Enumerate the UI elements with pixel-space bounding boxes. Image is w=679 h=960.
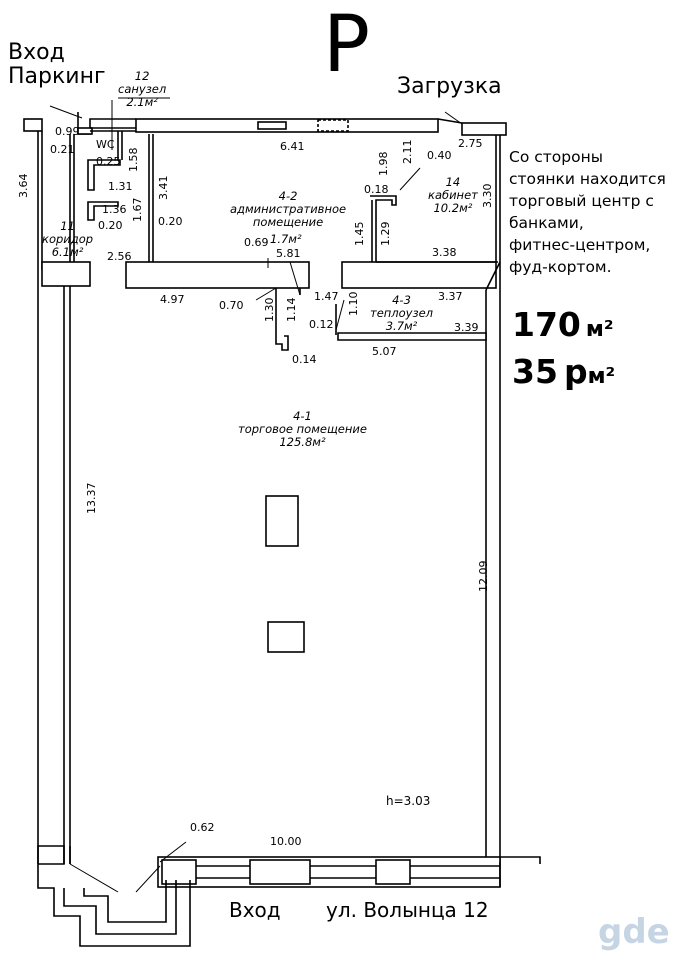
admin-room-area: 1.7м² bbox=[270, 232, 302, 246]
dim-label: 2.56 bbox=[107, 250, 132, 263]
description-line: стоянки находится bbox=[509, 170, 666, 188]
description-line: фитнес-центром, bbox=[509, 236, 651, 254]
entrance-parking-line1: Вход bbox=[8, 40, 65, 65]
ceiling-height: h=3.03 bbox=[386, 794, 431, 808]
wc-mark: WC bbox=[96, 138, 115, 151]
dim-label: 1.58 bbox=[127, 147, 140, 173]
loading-label: Загрузка bbox=[397, 74, 502, 99]
dim-label: 2.75 bbox=[458, 137, 483, 150]
dim-label: 1.47 bbox=[314, 290, 339, 303]
description-line: банками, bbox=[509, 214, 584, 232]
dim-label: 0.25 bbox=[96, 155, 121, 168]
dim-label: 1.29 bbox=[379, 221, 392, 247]
dim-label: 0.70 bbox=[219, 299, 244, 312]
dim-label: 0.69 bbox=[244, 236, 269, 249]
description-line: фуд-кортом. bbox=[509, 258, 612, 276]
dim-label: 3.30 bbox=[481, 183, 494, 209]
dim-label: 4.97 bbox=[160, 293, 185, 306]
dim-label: 0.18 bbox=[364, 183, 389, 196]
dim-label: 0.40 bbox=[427, 149, 452, 162]
dim-label: 1.30 bbox=[263, 297, 276, 323]
description-line: торговый центр с bbox=[509, 192, 654, 210]
dim-label: 0.20 bbox=[98, 219, 123, 232]
dim-label: 1.45 bbox=[353, 221, 366, 247]
dim-label: 10.00 bbox=[270, 835, 302, 848]
dim-label: 3.39 bbox=[454, 321, 479, 334]
partition-left bbox=[125, 261, 310, 289]
top-wall bbox=[135, 118, 439, 133]
description-block: Со стороны стоянки находится торговый це… bbox=[509, 146, 679, 278]
dim-label: 3.37 bbox=[438, 290, 463, 303]
entrance-parking-line2: Паркинг bbox=[8, 64, 106, 89]
dim-label: 1.14 bbox=[285, 297, 298, 323]
watermark-logo: gde bbox=[598, 912, 670, 952]
dim-label: 0.20 bbox=[158, 215, 183, 228]
dim-label: 1.36 bbox=[102, 203, 127, 216]
dim-label: 0.14 bbox=[292, 353, 317, 366]
dim-label: 1.31 bbox=[108, 180, 133, 193]
address-label: ул. Волынца 12 bbox=[326, 898, 489, 922]
dim-label: 1.67 bbox=[131, 197, 144, 223]
top-right-wall bbox=[461, 122, 507, 136]
dim-label: 3.38 bbox=[432, 246, 457, 259]
dim-label: 1.98 bbox=[377, 151, 390, 177]
dim-label: 2.11 bbox=[401, 139, 414, 165]
dim-label: 0.12 bbox=[309, 318, 334, 331]
dim-label: 0.62 bbox=[190, 821, 215, 834]
dim-label: 5.07 bbox=[372, 345, 397, 358]
dim-label: 13.37 bbox=[85, 482, 98, 515]
bottom-entrance-label: Вход bbox=[229, 898, 281, 922]
column-upper bbox=[265, 495, 299, 547]
dim-label: 3.64 bbox=[17, 173, 30, 199]
dim-label: 1.10 bbox=[347, 291, 360, 317]
column-lower bbox=[267, 621, 305, 653]
dim-label: 12.09 bbox=[477, 560, 490, 593]
dim-label: 3.41 bbox=[157, 175, 170, 201]
dim-label: 6.41 bbox=[280, 140, 305, 153]
storefront-wall bbox=[157, 856, 501, 888]
dim-label: 0.99 bbox=[55, 125, 80, 138]
plan-letter: Р bbox=[323, 0, 371, 90]
description-line: Со стороны bbox=[509, 148, 603, 166]
dim-label: 0.21 bbox=[50, 143, 75, 156]
partition-right bbox=[341, 261, 497, 289]
dim-label: 5.81 bbox=[276, 247, 301, 260]
